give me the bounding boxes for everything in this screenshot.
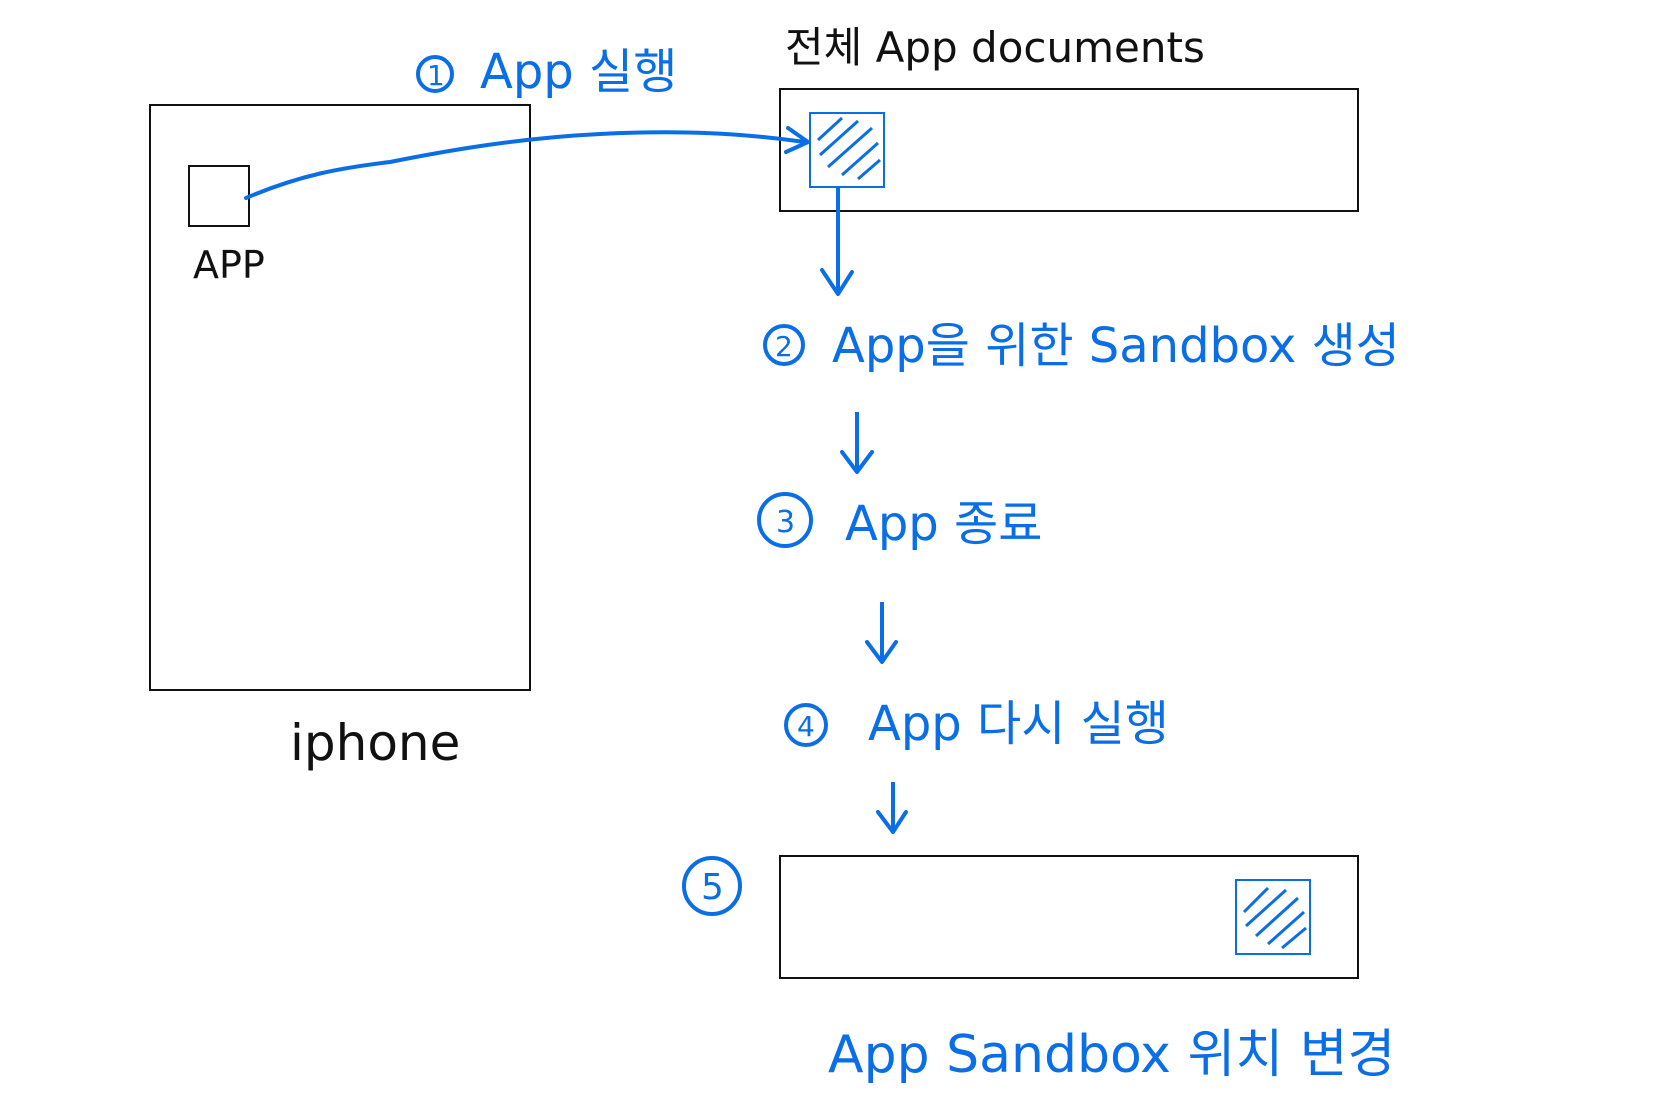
sandbox-initial <box>809 112 885 188</box>
step-5: 5 <box>682 856 742 916</box>
launch-arrow <box>244 130 807 200</box>
iphone-label: iphone <box>290 714 460 772</box>
result-caption: App Sandbox 위치 변경 <box>828 1025 1395 1085</box>
step-5-circle <box>682 856 742 916</box>
step-1: 1 App 실행 <box>416 44 677 100</box>
step-4-number: 4 <box>797 710 815 743</box>
sandbox-relocated <box>1235 879 1311 955</box>
arrow-down-2 <box>840 412 874 474</box>
step-5-number: 5 <box>701 867 724 908</box>
step-1-text: App 실행 <box>480 44 677 100</box>
step-2: 2 App을 위한 Sandbox 생성 <box>763 318 1400 374</box>
step-1-circle <box>416 55 454 93</box>
step-2-circle <box>763 324 805 366</box>
step-4-circle <box>784 703 828 747</box>
step-4-text: App 다시 실행 <box>868 696 1169 752</box>
documents-box-after <box>779 855 1359 979</box>
step-3-number: 3 <box>776 505 795 540</box>
documents-box <box>779 88 1359 212</box>
launch-arrow-head <box>784 126 810 154</box>
arrow-down-1 <box>820 188 854 296</box>
step-4: 4 App 다시 실행 <box>784 696 1169 752</box>
app-icon <box>188 165 250 227</box>
step-2-text: App을 위한 Sandbox 생성 <box>832 318 1400 374</box>
step-3: 3 App 종료 <box>757 492 1042 552</box>
arrow-down-4 <box>876 782 908 834</box>
app-icon-label: APP <box>193 243 265 287</box>
step-3-text: App 종료 <box>845 496 1042 552</box>
iphone-frame <box>149 104 531 691</box>
arrow-down-3 <box>865 602 898 664</box>
step-3-circle <box>757 492 813 548</box>
documents-title: 전체 App documents <box>785 23 1205 72</box>
step-2-number: 2 <box>775 330 793 363</box>
step-1-number: 1 <box>427 59 445 92</box>
